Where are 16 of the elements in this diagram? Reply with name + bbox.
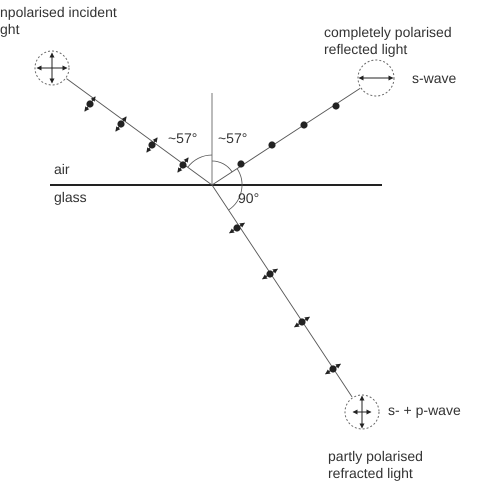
annotation: 90° <box>238 190 260 207</box>
node-label: s-wave <box>412 70 458 87</box>
polarization-circle <box>357 59 395 97</box>
node-label: completely polarised reflected light <box>324 24 453 58</box>
light-ray <box>66 78 212 186</box>
node-label: s- + p-wave <box>388 402 462 419</box>
polarization-circle <box>34 50 70 86</box>
light-ray <box>212 88 361 186</box>
annotation: air <box>54 161 70 178</box>
node-label: npolarised incident ght <box>0 4 118 38</box>
annotation: ~57° <box>168 130 198 147</box>
annotation: ~57° <box>218 130 248 147</box>
polarization-circle <box>344 394 380 430</box>
node-label: partly polarised refracted light <box>328 448 424 482</box>
light-ray <box>212 184 353 398</box>
annotation: glass <box>54 189 87 206</box>
